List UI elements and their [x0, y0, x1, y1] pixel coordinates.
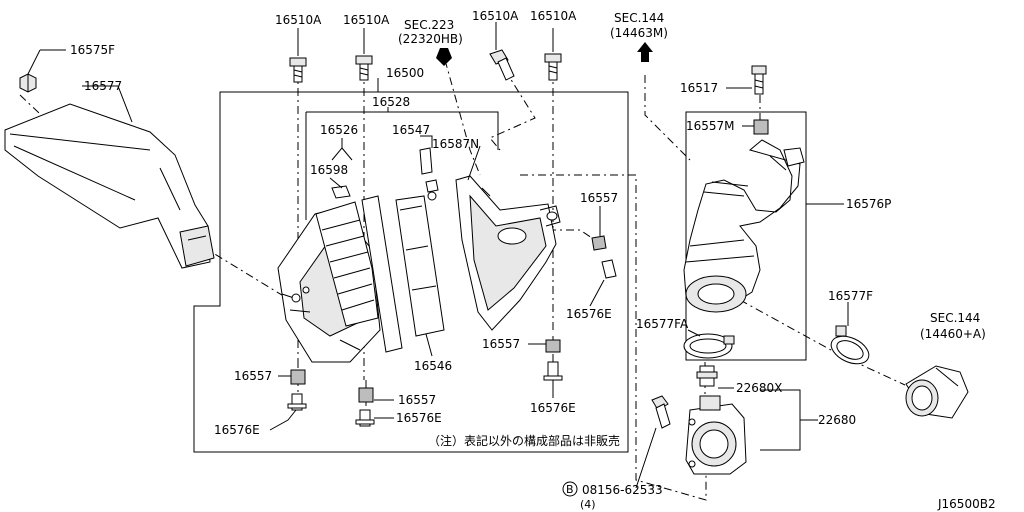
- label-22680X: 22680X: [736, 381, 782, 395]
- label-16557-left: 16557: [234, 369, 272, 383]
- bolt-16510A-2: [355, 55, 373, 81]
- bolt-circle-letter: B: [566, 483, 574, 496]
- pin-16576E-right: [601, 259, 617, 279]
- clamp-16577FA: [683, 333, 735, 359]
- label-16510A-1: 16510A: [275, 13, 322, 27]
- small-parts-16547: [419, 147, 439, 201]
- label-16517: 16517: [680, 81, 718, 95]
- label-16587N: 16587N: [432, 137, 479, 151]
- bolt-16517: [751, 65, 767, 95]
- label-16576P: 16576P: [846, 197, 891, 211]
- air-cleaner-upper-case: [455, 175, 561, 331]
- diagram-code: J16500B2: [937, 497, 996, 511]
- grommet-16557-center: [545, 339, 561, 353]
- bolt-08156-62533: [651, 395, 671, 429]
- label-16576E-left: 16576E: [214, 423, 260, 437]
- label-bolt-qty: (4): [580, 498, 596, 511]
- label-sec223: SEC.223: [404, 18, 454, 32]
- filter-housing-16526: [315, 201, 379, 327]
- sec223-arrow: [436, 48, 452, 66]
- duct-sec144-14460A: [905, 365, 969, 419]
- maf-body-22680: [685, 395, 747, 475]
- label-16557-right: 16557: [580, 191, 618, 205]
- label-16576E-center: 16576E: [530, 401, 576, 415]
- label-16576E-right: 16576E: [566, 307, 612, 321]
- clip-16598: [331, 185, 351, 199]
- label-sec144a-code: (14460+A): [920, 327, 986, 341]
- bolt-16510A-3: [489, 49, 515, 81]
- label-16557-mid: 16557: [398, 393, 436, 407]
- label-16577: 16577: [84, 79, 122, 93]
- label-sec144m-code: (14463M): [610, 26, 668, 40]
- label-16510A-4: 16510A: [530, 9, 577, 23]
- grommet-16557-mid: [358, 387, 374, 403]
- sec144m-arrow: [637, 42, 653, 62]
- label-sec144a: SEC.144: [930, 311, 980, 325]
- label-16510A-2: 16510A: [343, 13, 390, 27]
- label-sec223-code: (22320HB): [398, 32, 463, 46]
- label-16546: 16546: [414, 359, 452, 373]
- intake-hose-16576P: [683, 139, 805, 313]
- bolt-16510A-4: [544, 53, 562, 81]
- footnote-non-sale-parts: （注）表記以外の構成部品は非販売: [428, 433, 620, 448]
- label-16577FA: 16577FA: [636, 317, 689, 331]
- bolt-part-number-label: B 08156-62533 (4): [562, 481, 663, 511]
- grommet-16557M: [753, 119, 769, 135]
- clamp-16577F: [830, 325, 870, 365]
- grommet-16557-right: [591, 235, 607, 251]
- filter-element-16546: [361, 195, 445, 353]
- label-sec144m: SEC.144: [614, 11, 664, 25]
- grommet-16557-left: [290, 369, 306, 385]
- duct-16577: [4, 103, 215, 269]
- label-22680: 22680: [818, 413, 856, 427]
- pin-16576E-left: [287, 393, 307, 411]
- label-16557-center: 16557: [482, 337, 520, 351]
- label-16510A-3: 16510A: [472, 9, 519, 23]
- label-16547: 16547: [392, 123, 430, 137]
- label-16526: 16526: [320, 123, 358, 137]
- pin-16576E-center: [543, 361, 563, 381]
- label-16576E-mid: 16576E: [396, 411, 442, 425]
- sensor-22680X: [696, 365, 718, 387]
- leader-lines: [27, 22, 849, 489]
- label-16528: 16528: [372, 95, 410, 109]
- pin-16576E-mid: [355, 409, 375, 427]
- bolt-16510A-1: [289, 57, 307, 83]
- label-16577F: 16577F: [828, 289, 873, 303]
- label-16575F: 16575F: [70, 43, 115, 57]
- label-16557M: 16557M: [686, 119, 735, 133]
- label-16598: 16598: [310, 163, 348, 177]
- label-08156-62533: 08156-62533: [582, 483, 663, 497]
- clip-16575F: [19, 73, 37, 93]
- label-16500: 16500: [386, 66, 424, 80]
